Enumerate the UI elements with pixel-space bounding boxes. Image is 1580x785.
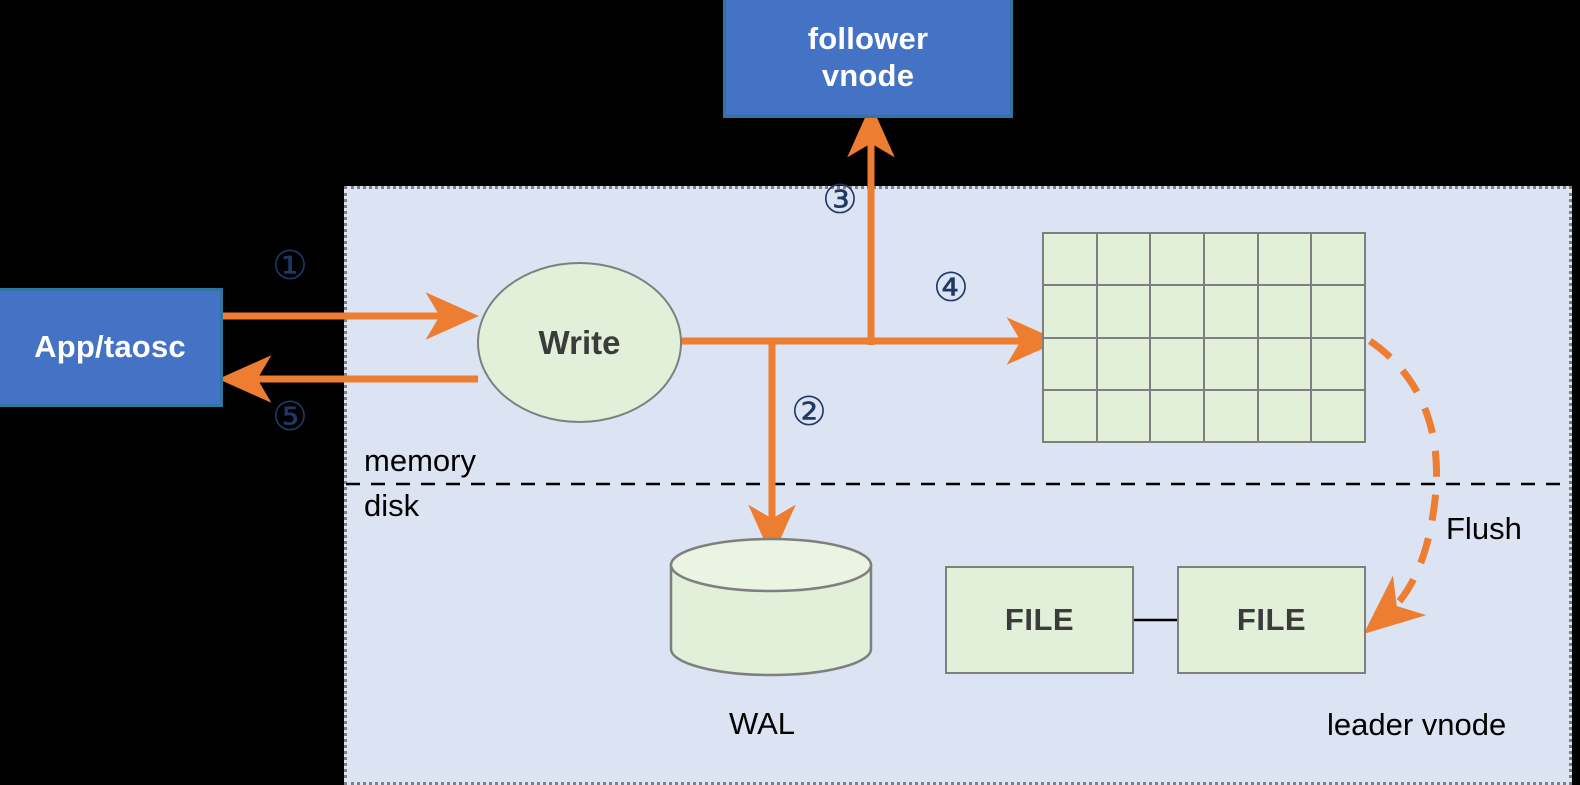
grid-cell (1312, 234, 1364, 285)
node-follower-vnode[interactable]: follower vnode (723, 0, 1013, 118)
node-memtable-grid[interactable] (1042, 232, 1366, 443)
node-follower-vnode-label-line1: follower (807, 20, 929, 56)
node-app-taosc[interactable]: App/taosc (0, 288, 223, 407)
grid-cell (1205, 234, 1257, 285)
grid-cell (1258, 338, 1311, 389)
step-number-5: ⑤ (272, 394, 308, 440)
grid-cell (1312, 286, 1364, 337)
node-write[interactable]: Write (477, 262, 682, 423)
grid-cell (1205, 338, 1257, 389)
node-app-taosc-label: App/taosc (34, 329, 186, 365)
node-write-label: Write (538, 323, 621, 361)
label-memory: memory (364, 443, 476, 478)
label-disk: disk (364, 488, 420, 523)
grid-cell (1312, 338, 1364, 389)
step-number-3: ③ (822, 177, 858, 223)
node-file-left-label: FILE (1004, 602, 1075, 637)
grid-cell (1151, 338, 1203, 389)
grid-cell (1097, 234, 1150, 285)
grid-cell (1258, 390, 1311, 441)
node-file-right-label: FILE (1236, 602, 1307, 637)
label-leader-vnode: leader vnode (1327, 707, 1507, 742)
grid-cell (1205, 286, 1257, 337)
grid-cell (1097, 338, 1150, 389)
grid-cell (1312, 390, 1364, 441)
step-number-4: ④ (933, 265, 969, 311)
label-wal: WAL (729, 706, 796, 741)
grid-cell (1258, 234, 1311, 285)
grid-cell (1151, 234, 1203, 285)
grid-cell (1151, 390, 1203, 441)
node-file-left[interactable]: FILE (945, 566, 1134, 674)
step-number-1: ① (272, 243, 308, 289)
node-follower-vnode-label-line2: vnode (821, 57, 915, 93)
grid-cell (1044, 338, 1096, 389)
wal-cylinder (669, 537, 873, 677)
grid-cell (1258, 286, 1311, 337)
node-file-right[interactable]: FILE (1177, 566, 1366, 674)
label-flush: Flush (1446, 511, 1522, 546)
step-number-2: ② (791, 389, 827, 435)
grid-cell (1044, 286, 1096, 337)
grid-cell (1097, 390, 1150, 441)
grid-cell (1151, 286, 1203, 337)
grid-cell (1097, 286, 1150, 337)
grid-cell (1044, 234, 1096, 285)
grid-cell (1044, 390, 1096, 441)
grid-cell (1205, 390, 1257, 441)
arrow-flush (1363, 338, 1441, 635)
